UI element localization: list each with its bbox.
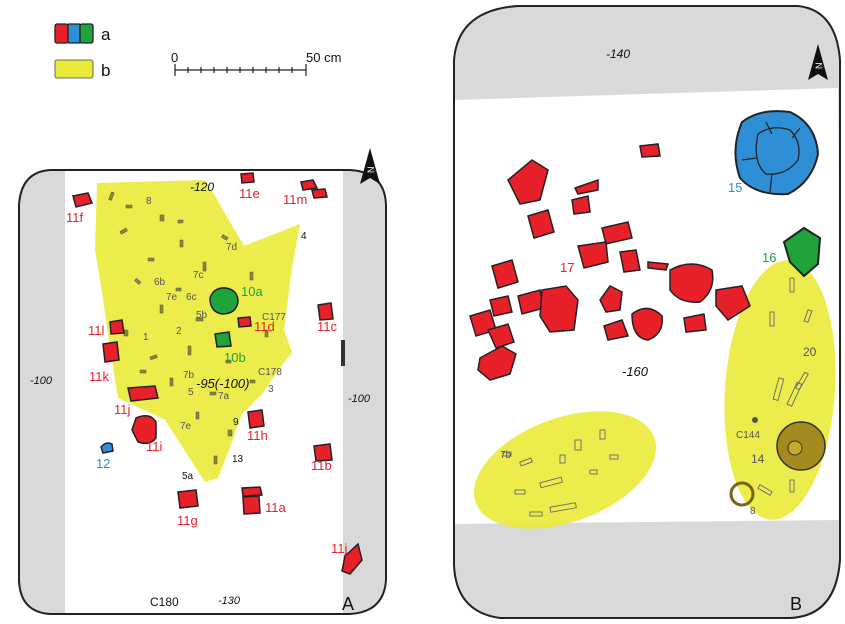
stone-blue-12 (100, 442, 114, 454)
label-10b: 10b (224, 350, 246, 365)
label-11l: 11l (88, 323, 104, 338)
legend-swatch-b (54, 59, 94, 79)
label-20: 20 (803, 345, 817, 359)
bone-fragments-b (502, 277, 813, 517)
depth-a-center: -95(-100) (196, 376, 249, 391)
label-7d: 7d (226, 242, 237, 253)
artifact-c144-dot (752, 417, 758, 423)
stone-olive-ring (729, 481, 755, 507)
label-11j-b: 11j (331, 541, 347, 556)
label-13: 13 (232, 454, 244, 465)
scale-bar (174, 64, 307, 76)
legend: a b 0 50 cm (54, 23, 341, 80)
legend-label-b: b (101, 61, 110, 80)
label-8: 8 (146, 196, 152, 207)
label-11e: 11e (239, 186, 260, 201)
north-arrow-icon: N (360, 148, 380, 184)
label-11b: 11b (311, 458, 332, 473)
label-6b: 6b (154, 277, 166, 288)
label-6c: 6c (186, 292, 197, 303)
legend-swatch-a (54, 23, 94, 44)
artifact-dark (341, 340, 345, 366)
depth-a-left: -100 (30, 375, 53, 387)
label-12: 12 (96, 456, 110, 471)
label-5b: 5b (196, 310, 208, 321)
plan-label-c180: C180 (150, 595, 179, 609)
stones-green-a (209, 287, 239, 348)
scale-label-end: 50 cm (306, 50, 341, 65)
legend-label-a: a (101, 25, 111, 44)
label-11f: 11f (66, 210, 83, 225)
label-16: 16 (762, 250, 776, 265)
scale-label-start: 0 (171, 50, 178, 65)
label-5: 5 (188, 387, 194, 398)
depth-a-right: -100 (348, 393, 371, 405)
panel-a-letter: A (342, 594, 354, 614)
panel-a: N -120 -100 -100 -130 -95(-100) C180 A 1… (18, 148, 387, 615)
label-17: 17 (560, 260, 574, 275)
label-9: 9 (233, 417, 239, 428)
label-2: 2 (176, 326, 182, 337)
svg-text:N: N (366, 167, 376, 174)
panel-a-outline (18, 169, 387, 615)
label-15: 15 (728, 180, 742, 195)
label-7c: 7c (193, 270, 204, 281)
zone-b-panel-b-lower (473, 411, 657, 529)
label-3: 3 (268, 384, 274, 395)
stone-olive-14 (776, 421, 826, 471)
label-11i: 11i (146, 439, 162, 454)
depth-a-top: -120 (190, 180, 214, 194)
panel-b-outline (453, 5, 841, 619)
label-11a: 11a (265, 500, 286, 515)
panel-b: N -140 -160 B 15 16 17 14 20 C144 8 7b (453, 5, 841, 619)
label-c144: C144 (736, 430, 760, 441)
label-11j: 11j (114, 402, 130, 417)
label-7b-b: 7b (500, 450, 512, 461)
depth-b-center: -160 (622, 364, 649, 379)
label-11d: 11d (254, 319, 275, 334)
label-8-b: 8 (750, 506, 756, 517)
label-c177: C177 (262, 312, 286, 323)
zone-b-panel-a (95, 180, 300, 482)
label-11k: 11k (89, 369, 109, 384)
label-11c: 11c (317, 319, 337, 334)
depth-a-bottom: -130 (218, 595, 241, 607)
label-7e: 7e (166, 292, 178, 303)
label-1: 1 (143, 332, 149, 343)
north-arrow-icon: N (808, 44, 828, 80)
svg-text:N: N (814, 63, 824, 70)
label-11g: 11g (177, 513, 198, 528)
stone-green-16 (782, 226, 822, 278)
label-4: 4 (301, 231, 307, 242)
label-7a: 7a (218, 391, 230, 402)
label-c178: C178 (258, 367, 282, 378)
depth-b-top: -140 (606, 47, 630, 61)
label-11h: 11h (247, 428, 268, 443)
label-10a: 10a (241, 284, 263, 299)
bone-fragments-a (108, 191, 269, 465)
label-5a: 5a (182, 471, 194, 482)
stone-blue-15 (734, 110, 820, 196)
label-11m: 11m (283, 192, 307, 207)
label-7b: 7b (183, 370, 195, 381)
label-7e-b: 7e (180, 421, 192, 432)
stones-red-a (72, 172, 363, 575)
label-14: 14 (751, 452, 765, 466)
panel-b-letter: B (790, 594, 802, 614)
stones-red-b-17 (469, 143, 751, 381)
